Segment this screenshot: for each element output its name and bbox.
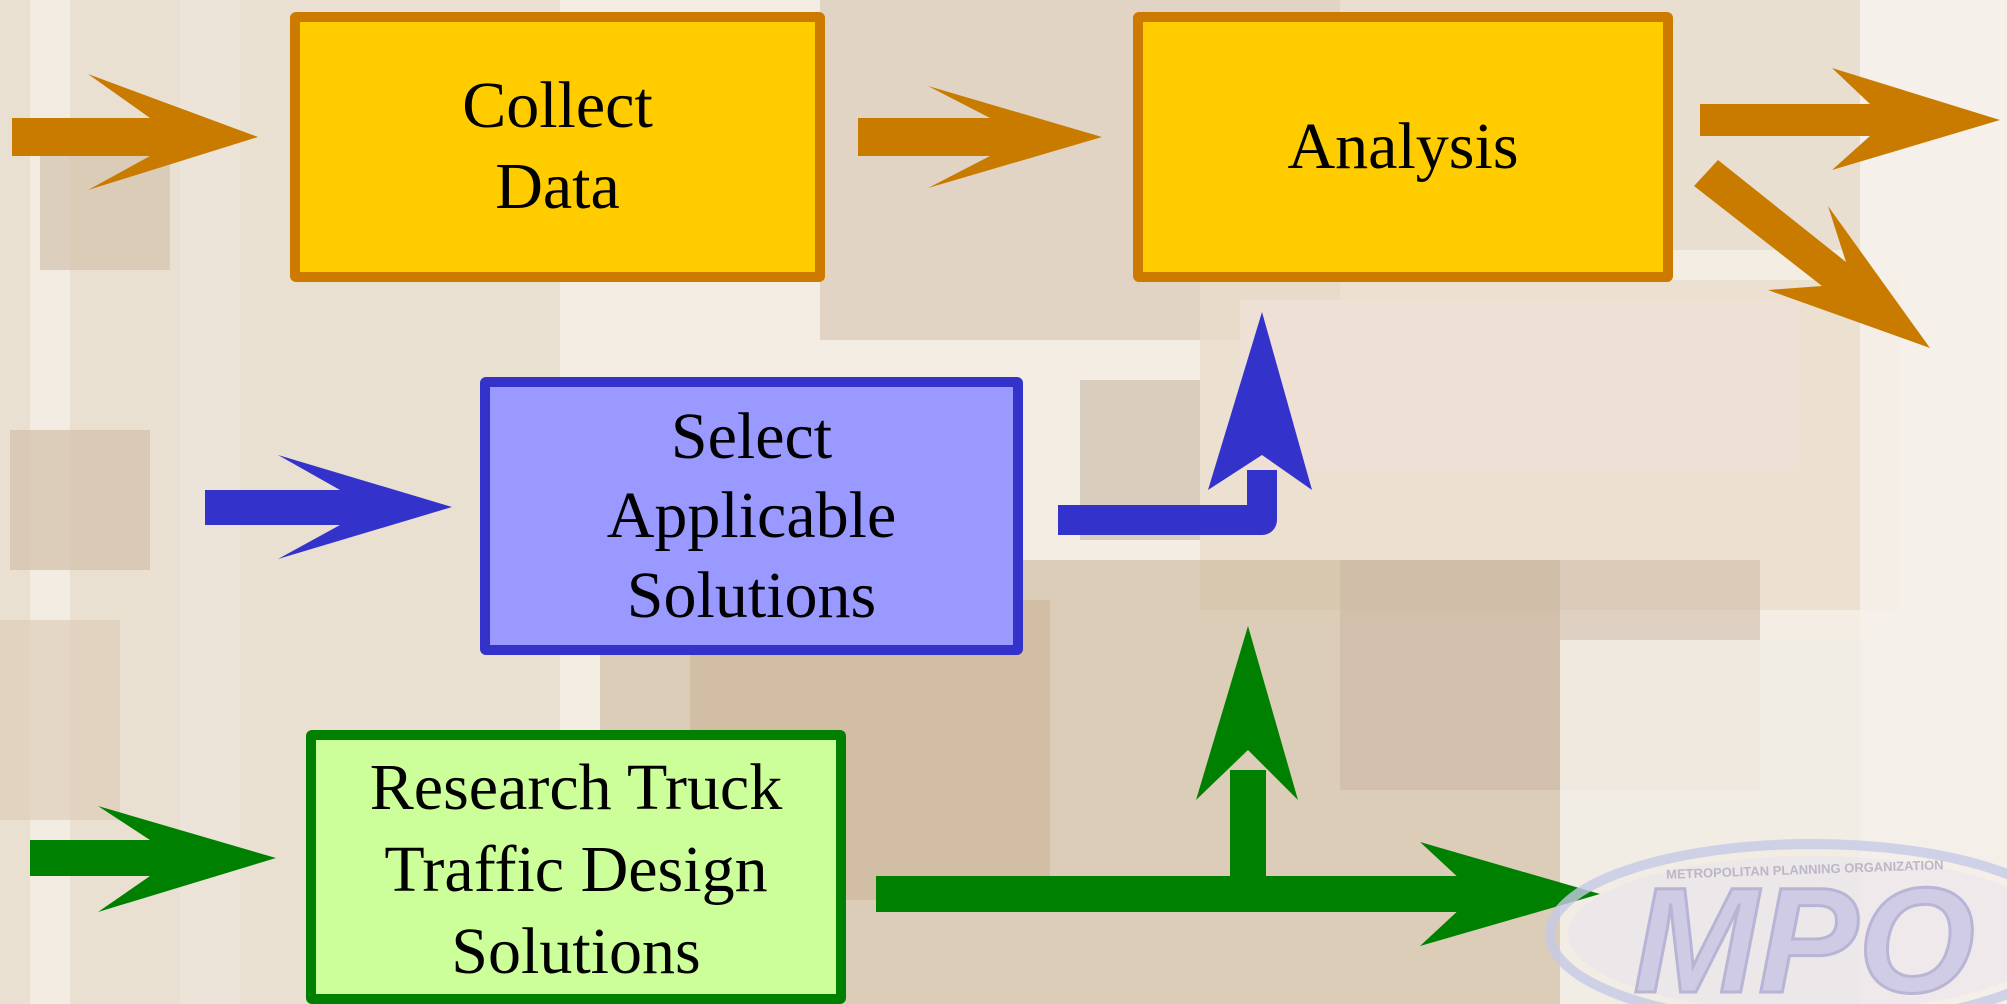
research-to-analysis-arrowhead (1196, 626, 1298, 800)
input-arrow-collect (12, 74, 258, 190)
research-to-analysis-stem (1230, 770, 1266, 880)
svg-text:MPO: MPO (1633, 856, 1975, 1004)
analysis-output-arrow-right (1700, 68, 2000, 170)
collect-data-label-line-2: Data (495, 150, 620, 223)
research-label-line-2: Traffic Design (384, 833, 768, 907)
research-output-line (876, 876, 1476, 912)
analysis-label: Analysis (1287, 110, 1519, 184)
analysis-box: Analysis (1133, 12, 1673, 282)
select-label-line-1: Select (670, 400, 833, 474)
analysis-output-arrow-diagonal (1694, 160, 1930, 348)
research-truck-traffic-box: Research Truck Traffic Design Solutions (306, 730, 846, 1004)
input-arrow-select (205, 455, 452, 559)
collect-to-analysis-arrow (858, 86, 1102, 188)
select-label-line-3: Solutions (626, 558, 877, 632)
input-arrow-research (30, 806, 276, 912)
collect-data-box: Collect Data (290, 12, 825, 282)
research-output-arrowhead (1420, 842, 1600, 946)
research-label-line-1: Research Truck (369, 751, 783, 825)
select-label-line-2: Applicable (606, 479, 897, 553)
select-to-analysis-arrow (1058, 470, 1277, 535)
research-label-line-3: Solutions (451, 914, 701, 988)
select-to-analysis-arrowhead (1208, 312, 1312, 490)
select-applicable-solutions-box: Select Applicable Solutions (480, 377, 1023, 655)
collect-data-label-line-1: Collect (462, 69, 653, 143)
